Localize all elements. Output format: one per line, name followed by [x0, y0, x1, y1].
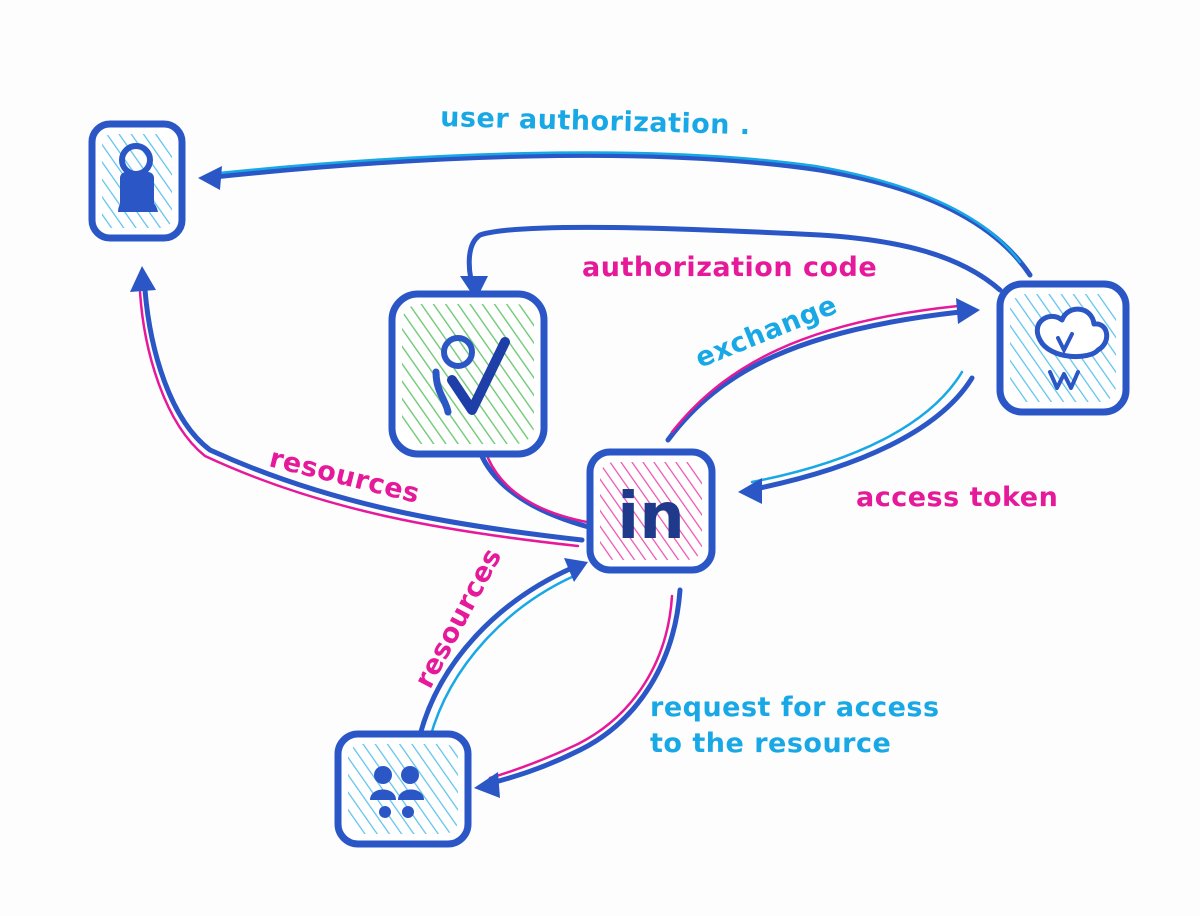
node-user [88, 120, 186, 242]
cloud-server-icon [1035, 306, 1110, 390]
user-check-icon [432, 335, 510, 416]
edge-authorization-code [460, 224, 1003, 300]
linkedin-icon: in [617, 480, 685, 554]
edge-user-authorization [198, 151, 1033, 278]
arrowhead [738, 478, 762, 504]
arrowhead [956, 298, 980, 324]
node-resource-owners [334, 730, 472, 848]
group-icon [370, 766, 424, 818]
edge-resources-bottom [417, 558, 588, 740]
label-request-line1: request for access [650, 692, 940, 723]
user-lock-icon [118, 143, 158, 212]
arrowhead [460, 276, 488, 300]
label-request-line2: to the resource [650, 728, 891, 759]
edge-request-access [474, 587, 683, 798]
label-access-token: access token [856, 482, 1058, 513]
edge-resources-left [130, 266, 585, 548]
edge-authorizer-linkedin [477, 449, 603, 533]
edge-access-token [738, 370, 975, 504]
arrowhead [474, 772, 500, 798]
arrowhead [564, 558, 588, 582]
arrowhead [198, 166, 222, 190]
label-user-authorization: user authorization . [440, 102, 751, 141]
edge-exchange [665, 298, 980, 443]
node-linkedin: in [586, 448, 716, 574]
label-authorization-code: authorization code [582, 252, 877, 283]
node-auth-server [996, 280, 1130, 416]
node-authorizer [388, 290, 548, 458]
arrowhead [130, 266, 156, 292]
